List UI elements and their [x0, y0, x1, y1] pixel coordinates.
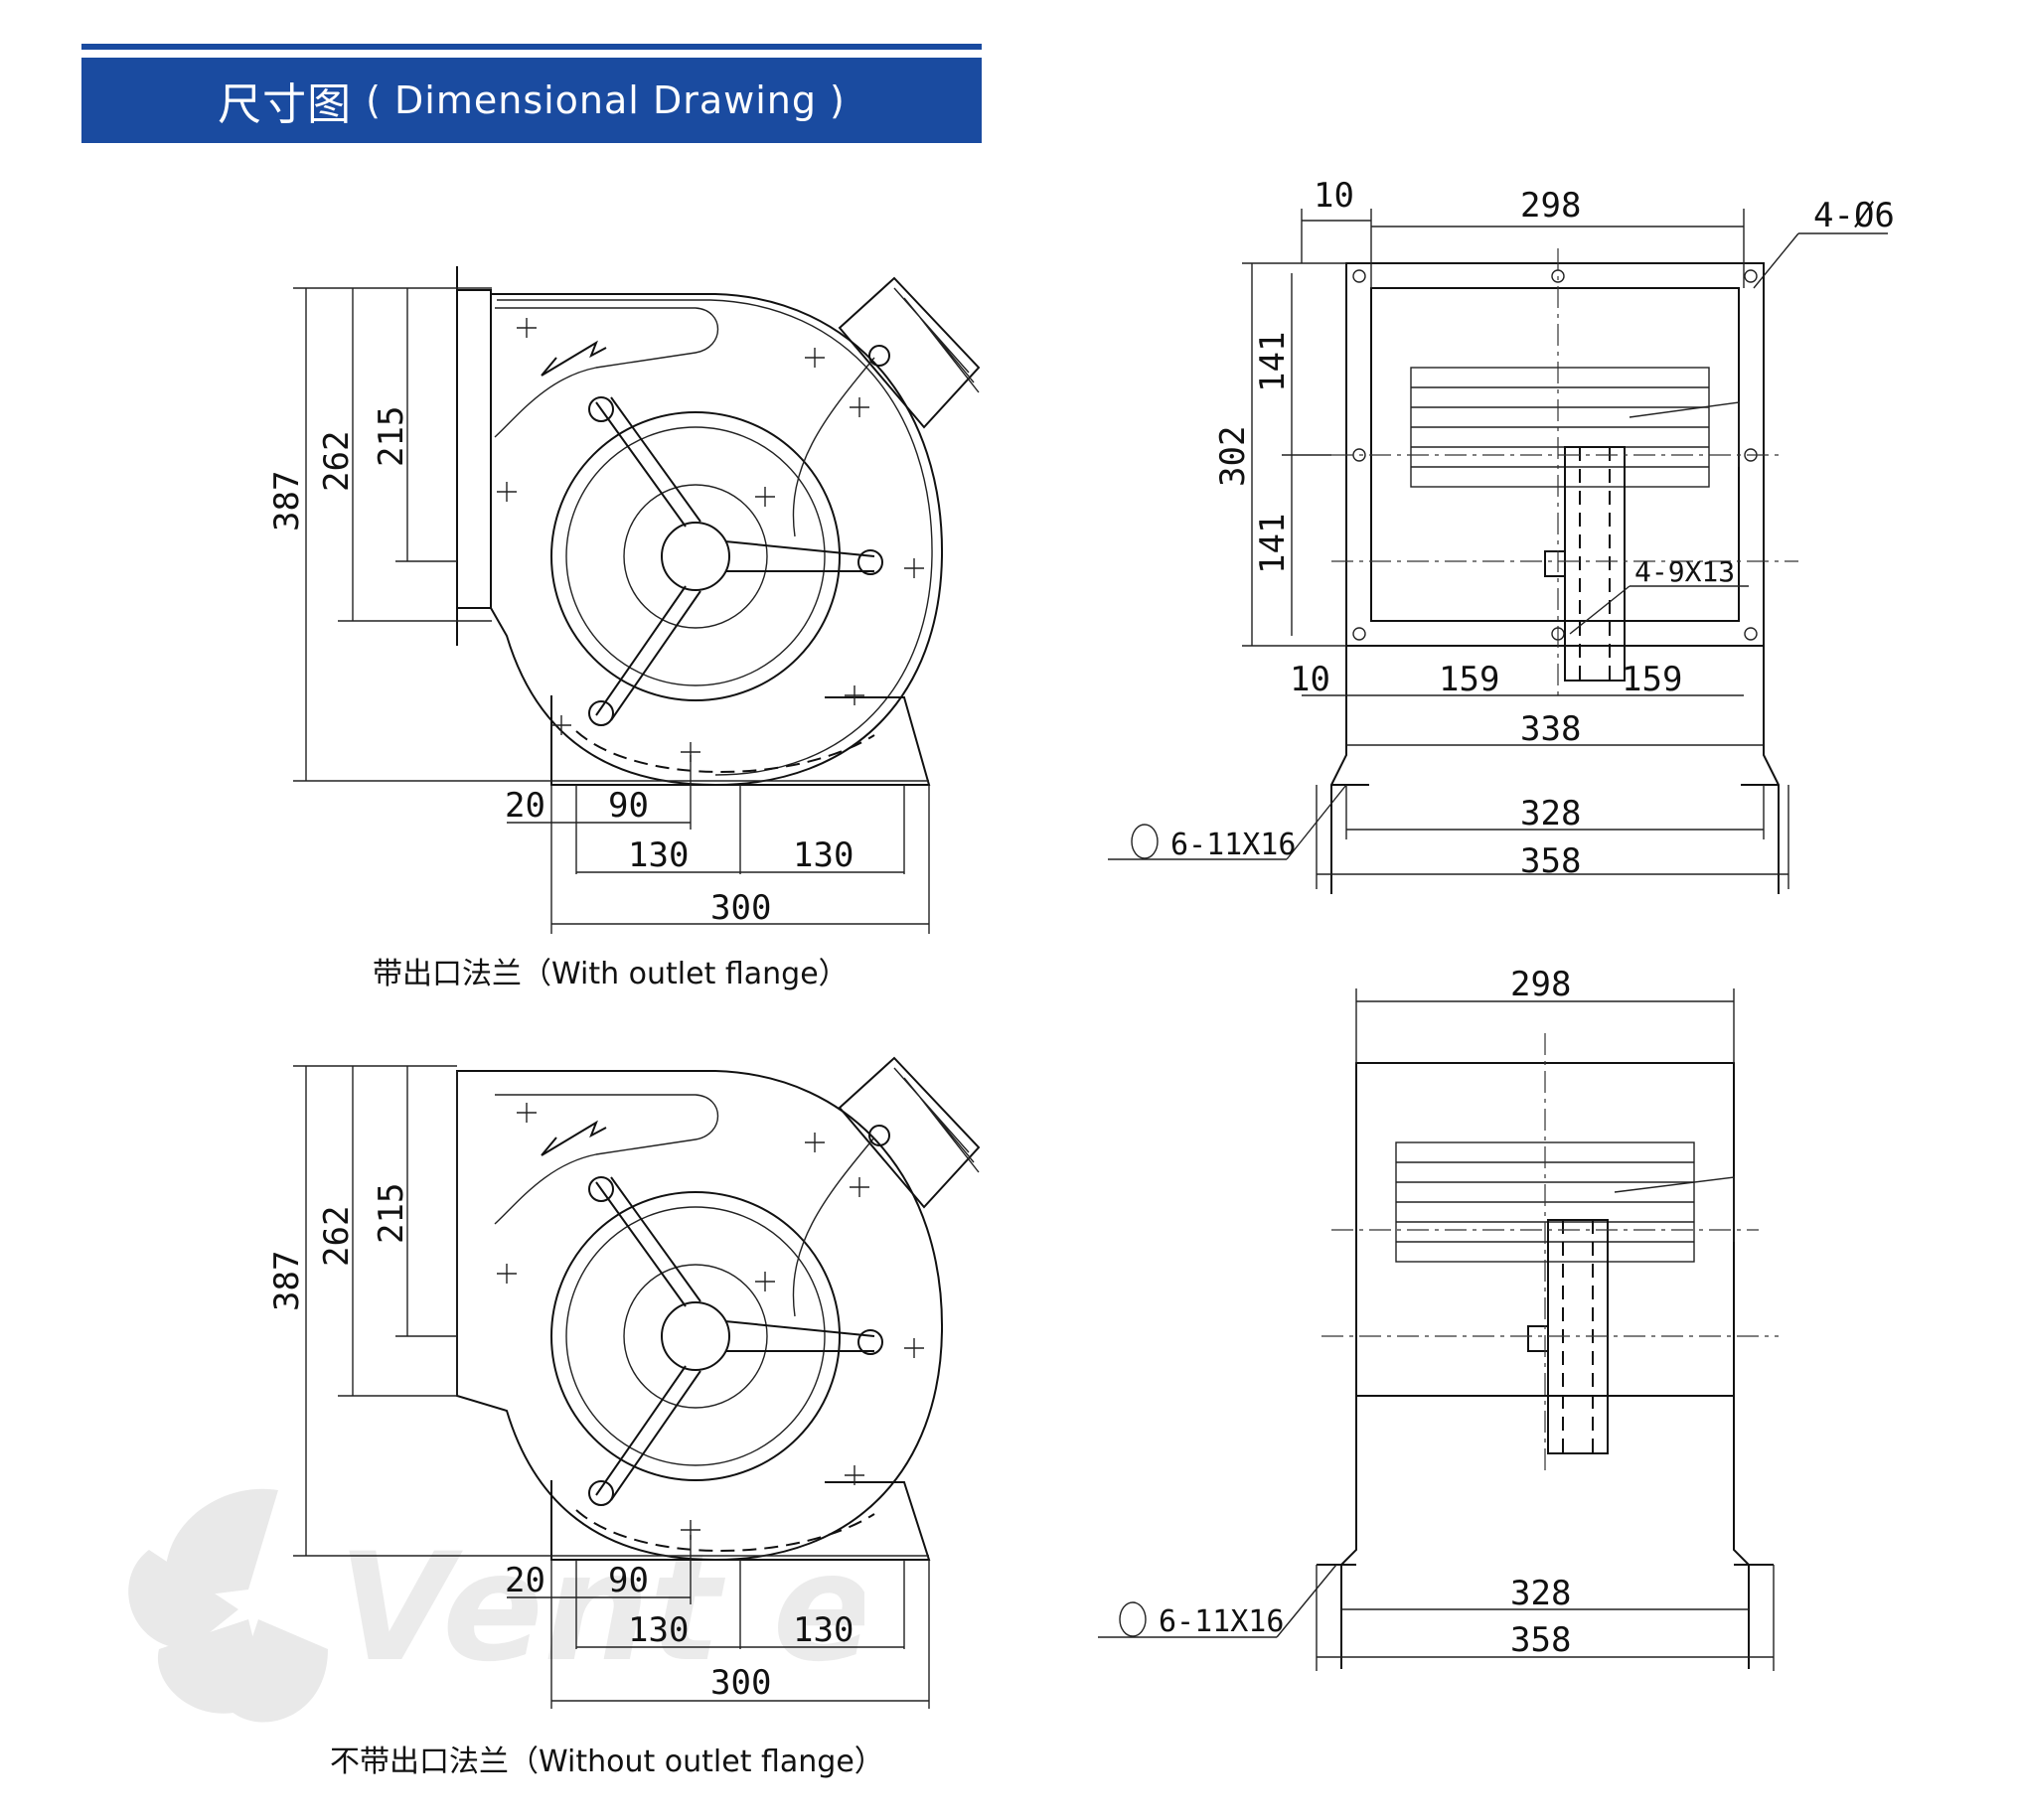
header-banner: 尺寸图 ( Dimensional Drawing ) — [81, 58, 982, 143]
dim-358-bottom: 358 — [1510, 1620, 1571, 1660]
dim-90-bottom: 90 — [608, 1561, 649, 1600]
front-view-without-flange: 298 328 358 6-11X16 — [1098, 965, 1779, 1671]
dim-328-top: 328 — [1520, 794, 1581, 834]
dim-10-bottom: 10 — [1290, 660, 1330, 699]
dim-298-bottom: 298 — [1510, 965, 1571, 1004]
side-view-with-flange: 387 262 215 20 90 130 130 300 — [267, 266, 981, 934]
dim-358-top: 358 — [1520, 841, 1581, 881]
dim-mount-top: 6-11X16 — [1170, 828, 1296, 862]
front-view-with-flange: 10 298 4-Ø6 302 141 141 4-9X13 10 159 15… — [1108, 176, 1895, 894]
dim-387-top: 387 — [267, 471, 307, 531]
dim-mount-bottom: 6-11X16 — [1159, 1604, 1284, 1639]
caption-without-flange: 不带出口法兰（Without outlet flange） — [330, 1744, 884, 1779]
dim-130a-bottom: 130 — [628, 1610, 689, 1650]
dim-300-top: 300 — [710, 888, 771, 928]
caption-with-flange: 带出口法兰（With outlet flange） — [373, 957, 849, 991]
dim-300-bottom: 300 — [710, 1663, 771, 1703]
dim-90-top: 90 — [608, 786, 649, 826]
side-view-without-flange: 387 262 215 20 90 130 130 300 — [267, 1056, 981, 1709]
header-rule — [81, 44, 982, 50]
dim-215-bottom: 215 — [372, 1183, 411, 1244]
dim-130a-top: 130 — [628, 835, 689, 875]
dim-262-bottom: 262 — [317, 1206, 357, 1267]
dim-215-top: 215 — [372, 406, 411, 467]
dim-20-top: 20 — [505, 786, 545, 826]
dim-298-top: 298 — [1520, 186, 1581, 226]
dim-130b-bottom: 130 — [793, 1610, 854, 1650]
dim-10-top: 10 — [1314, 176, 1354, 216]
header-title-cn: 尺寸图 — [218, 79, 353, 130]
dim-338: 338 — [1520, 709, 1581, 749]
dim-130b-top: 130 — [793, 835, 854, 875]
dim-141b: 141 — [1253, 514, 1293, 574]
dim-20-bottom: 20 — [505, 1561, 545, 1600]
header-title-en: ( Dimensional Drawing ) — [366, 78, 846, 122]
watermark-text: Vent el — [338, 1522, 864, 1695]
dim-159a: 159 — [1439, 660, 1499, 699]
dim-slots: 4-9X13 — [1634, 555, 1735, 588]
dim-387-bottom: 387 — [267, 1251, 307, 1311]
dim-262-top: 262 — [317, 431, 357, 492]
dim-159b: 159 — [1622, 660, 1682, 699]
dim-302: 302 — [1213, 426, 1253, 487]
dim-141a: 141 — [1253, 332, 1293, 392]
dim-holes: 4-Ø6 — [1813, 196, 1895, 235]
dim-328-bottom: 328 — [1510, 1574, 1571, 1613]
watermark-logo: Vent el — [128, 1488, 864, 1723]
